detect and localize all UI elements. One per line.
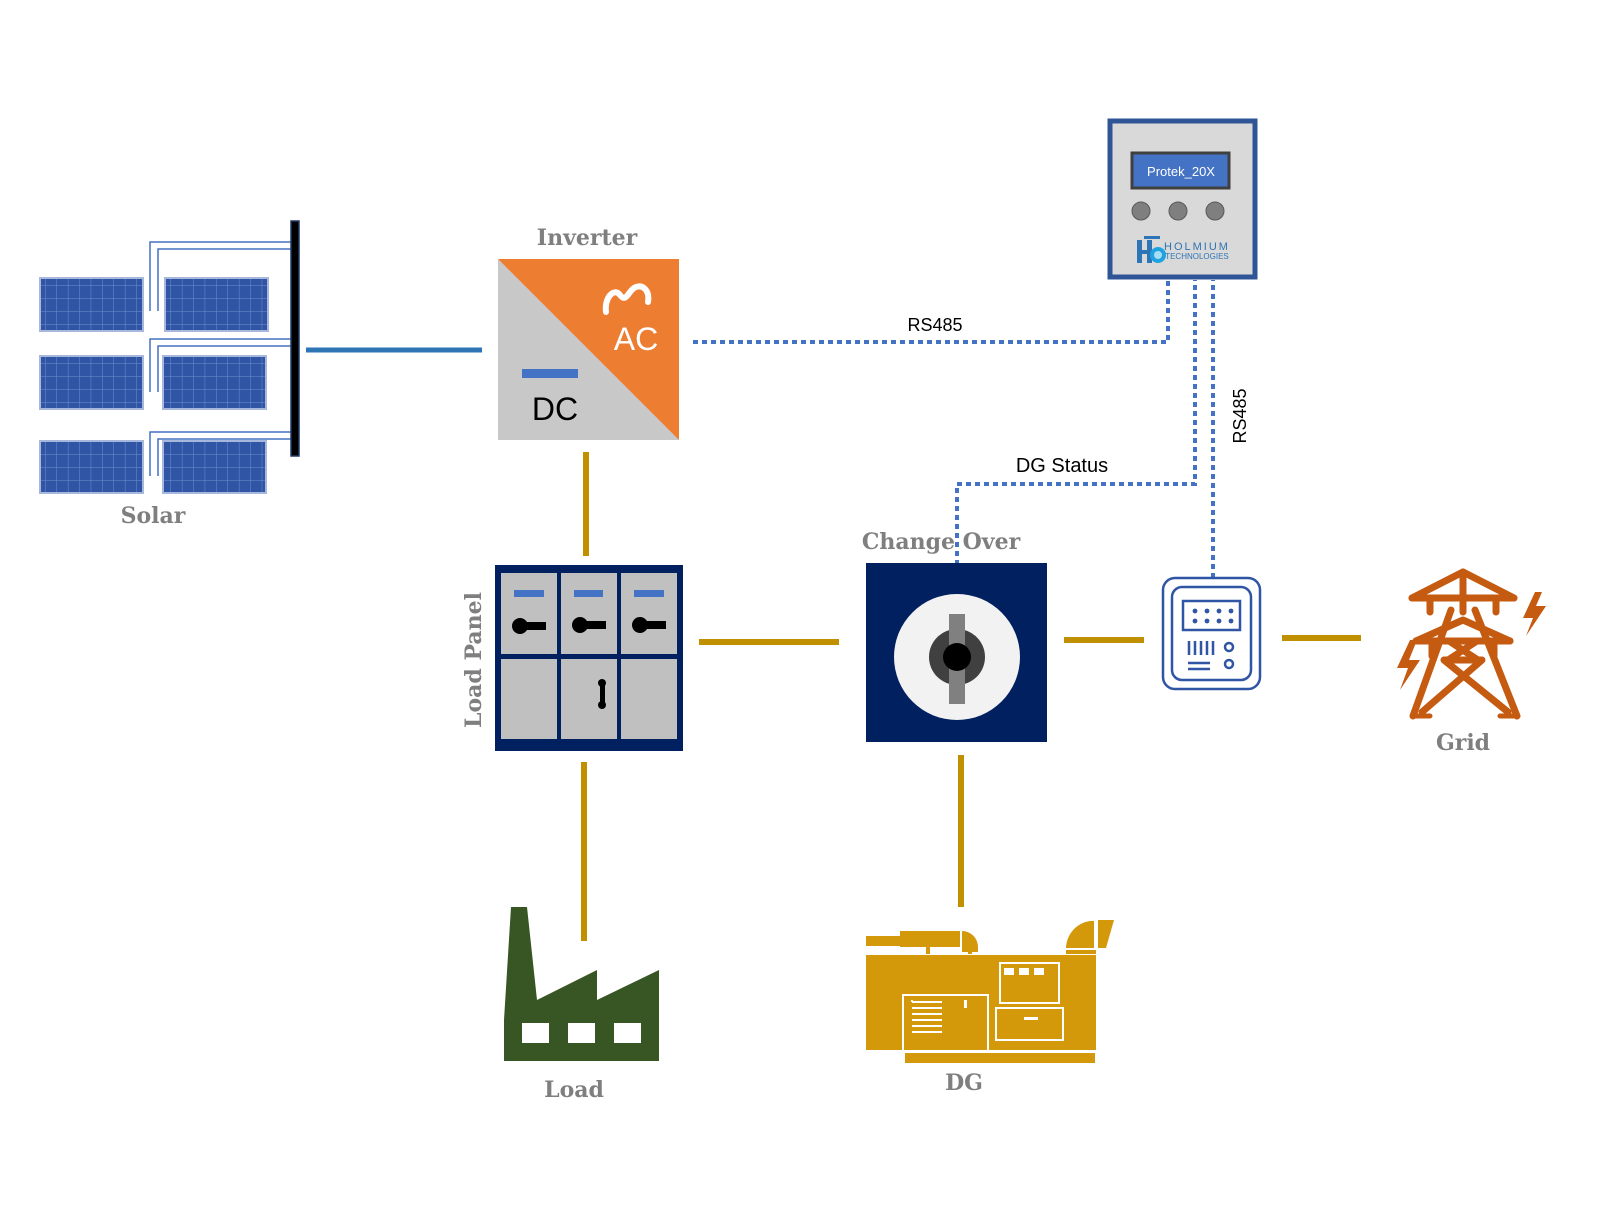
comm-label-dg-status: DG Status [1016,455,1108,477]
comm-label-rs485-meter: RS485 [1230,388,1250,443]
controller-button[interactable] [1205,201,1225,221]
generator-door [902,994,989,1053]
generator-vent-icon [911,968,1044,1033]
changeover-label: Change Over [862,529,1021,555]
inverter-dc-label: DC [532,391,578,427]
solar-panel [164,277,269,332]
solar-wiring [149,241,294,476]
breaker-handle-icon [512,617,666,634]
load-label: Load [544,1077,604,1103]
grid-tower-icon[interactable] [1408,568,1521,720]
solar-panel [39,277,144,332]
comm-label-rs485-inverter: RS485 [907,315,962,335]
solar-panel [162,440,267,494]
comm-line-inverter-controller [693,280,1170,344]
inverter[interactable]: Inverter AC DC [498,225,679,440]
brand-name-bottom: TECHNOLOGIES [1165,252,1229,261]
generator-icon[interactable] [866,920,1114,1063]
power-lines [581,452,1361,941]
lightning-bolt-icon [1397,592,1546,690]
factory-icon[interactable] [504,907,659,1061]
solar-panel [162,355,267,410]
comm-line-changeover-controller [955,280,1197,565]
controller-button[interactable] [1131,201,1151,221]
load-panel[interactable]: Load Panel [461,565,683,751]
solar-panel [39,440,144,494]
holmium-logo-icon [1137,236,1166,263]
inverter-label: Inverter [537,225,638,251]
solar-panel [39,355,144,410]
grid-label: Grid [1436,730,1490,756]
controller-device[interactable]: Protek_20X HOLMIUM TECHNOLOGIES [1107,118,1258,280]
meter-display-dots-icon [1192,608,1234,624]
brand-name-top: HOLMIUM [1164,241,1230,253]
solar-busbar [290,220,300,457]
solar-array[interactable]: Solar [39,220,300,529]
dc-bar-icon [522,369,578,378]
comm-lines [693,280,1215,578]
load-panel-label: Load Panel [461,592,487,728]
solar-label: Solar [121,503,186,529]
energy-meter[interactable] [1161,576,1262,691]
breaker-indicator-icon [514,590,664,597]
inverter-ac-label: AC [614,321,658,357]
dg-label: DG [945,1070,983,1096]
inverter-ac-half [498,259,679,440]
changeover-switch[interactable]: Change Over [862,529,1047,742]
controller-display [1130,151,1231,190]
controller-button[interactable] [1168,201,1188,221]
ac-wave-icon [602,283,652,315]
controller-display-text: Protek_20X [1147,164,1215,179]
door-latch-icon [598,679,606,709]
